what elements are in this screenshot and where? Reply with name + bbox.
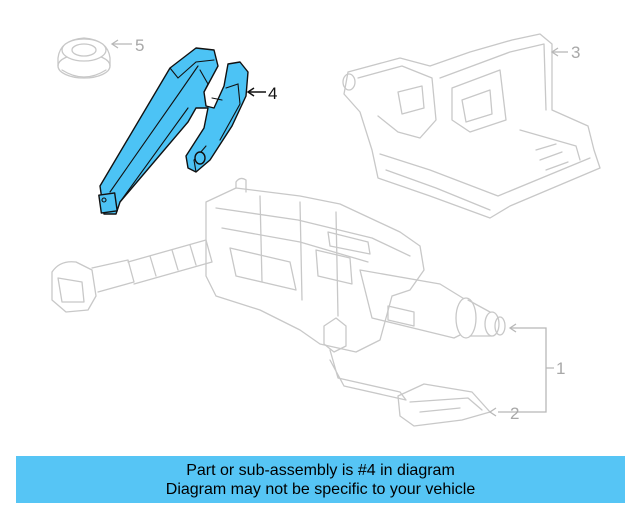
banner-line-part: Part or sub-assembly is #4 in diagram <box>186 461 455 479</box>
callout-number-2: 2 <box>510 404 519 423</box>
callout-arrow-3 <box>550 47 559 57</box>
callout-arrow-4 <box>246 87 255 97</box>
part-1-steering-column <box>51 177 506 427</box>
callout-arrow-5 <box>110 39 119 49</box>
callout-line-1 <box>498 327 554 413</box>
callout-arrow-2 <box>488 407 497 417</box>
part-5-grommet <box>57 37 111 79</box>
callout-number-5: 5 <box>135 36 144 55</box>
callout-number-3: 3 <box>571 43 580 62</box>
callout-number-1: 1 <box>556 359 565 378</box>
callout-number-4: 4 <box>268 84 277 103</box>
parts-diagram: 5 3 4 1 2 <box>51 33 601 427</box>
part-3-column-bracket <box>342 33 601 219</box>
info-banner: Part or sub-assembly is #4 in diagram Di… <box>16 456 625 503</box>
callout-arrow-1 <box>508 323 517 333</box>
banner-line-disclaimer: Diagram may not be specific to your vehi… <box>165 480 476 498</box>
part-4-highlighted-bracket <box>98 47 249 215</box>
